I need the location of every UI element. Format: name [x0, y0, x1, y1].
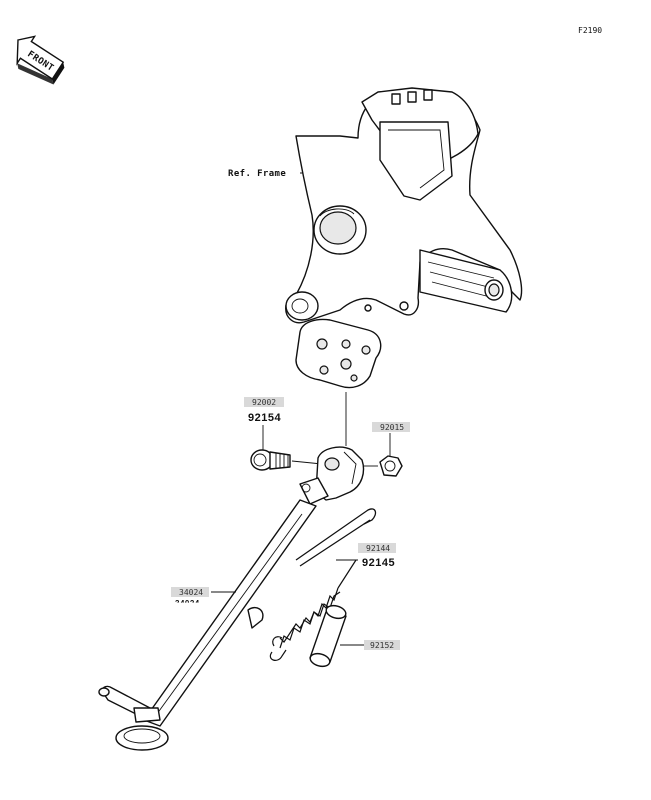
front-arrow-icon: FRONT: [16, 35, 65, 85]
frame-illustration: [285, 87, 523, 389]
spring-illustration: [269, 508, 377, 661]
spring-code-small: 92144: [366, 544, 390, 553]
bolt-code-box: [244, 397, 284, 407]
nut-code-box: [372, 422, 410, 432]
spring-code-bold: 92145: [362, 557, 395, 569]
nut-illustration: [379, 455, 403, 477]
pivot-bolt-illustration: [250, 449, 291, 471]
figure-code: F2190: [578, 26, 602, 35]
nut-code: 92015: [380, 423, 404, 432]
rubber-code-box: [364, 640, 400, 650]
stand-code: 34024: [179, 588, 203, 597]
bolt-code-bold: 92154: [248, 412, 281, 424]
side-stand-illustration: [98, 446, 365, 751]
ref-frame-label: Ref. Frame: [228, 169, 286, 179]
rubber-bumper-illustration: [309, 604, 347, 668]
bolt-code-small: 92002: [252, 398, 276, 407]
spring-code-box: [358, 543, 396, 553]
rubber-code: 92152: [370, 641, 394, 650]
stand-code-obscured: 34024: [175, 599, 200, 608]
stand-code-box: [171, 587, 209, 597]
